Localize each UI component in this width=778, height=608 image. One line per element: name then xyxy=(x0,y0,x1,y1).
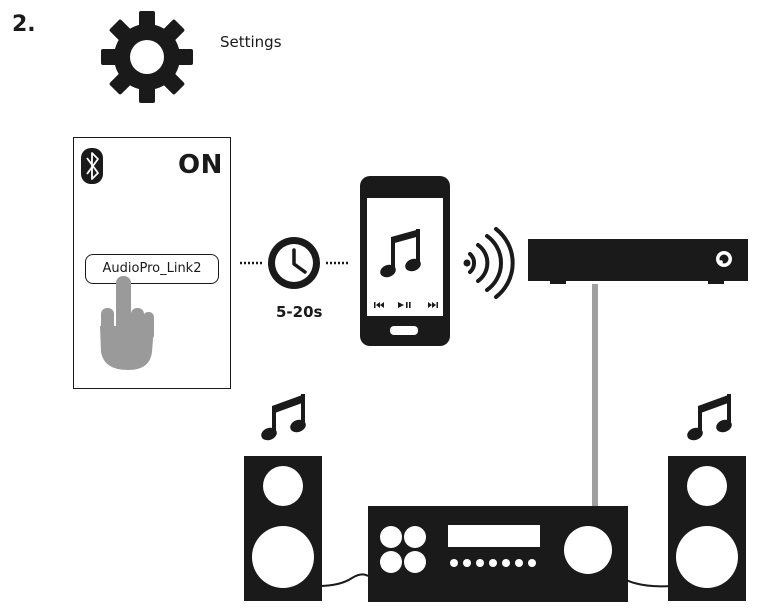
gear-icon[interactable] xyxy=(101,11,193,103)
timer-label: 5-20s xyxy=(276,303,323,321)
wifi-signal-icon xyxy=(463,227,515,299)
next-track-icon xyxy=(428,302,438,308)
music-note-left-icon xyxy=(261,394,306,441)
bluetooth-status: ON xyxy=(178,150,223,180)
bluetooth-icon xyxy=(81,148,103,184)
device-list-item-audiopro[interactable]: AudioPro_Link2 xyxy=(85,254,219,284)
audiopro-link-device xyxy=(528,239,748,284)
play-pause-icon xyxy=(398,302,411,308)
speaker-cable-left xyxy=(317,573,369,587)
step-number: 2. xyxy=(12,12,36,37)
clock-icon xyxy=(268,237,320,289)
speaker-left xyxy=(244,456,322,601)
smartphone-icon xyxy=(360,176,450,346)
settings-label: Settings xyxy=(220,33,282,51)
amplifier xyxy=(368,506,628,602)
music-note-icon xyxy=(380,229,421,278)
speaker-cable-right xyxy=(621,577,673,588)
hand-pointer-icon xyxy=(100,276,154,370)
speaker-right xyxy=(668,456,746,601)
music-note-right-icon xyxy=(687,394,732,441)
audio-cable xyxy=(592,284,598,506)
previous-track-icon xyxy=(374,302,384,308)
